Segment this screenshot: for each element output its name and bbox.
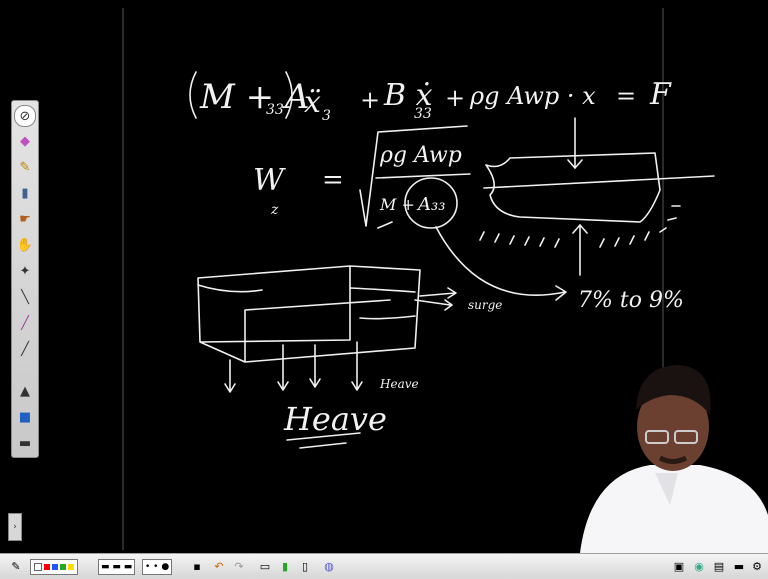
panel-collapse-handle[interactable]: › xyxy=(8,513,22,541)
marker-icon[interactable]: ╱ xyxy=(21,315,29,331)
hand-icon[interactable]: ☛ xyxy=(19,211,31,227)
equation-equals: = xyxy=(616,82,636,110)
surge-label: surge xyxy=(468,298,502,312)
equation-rho: ρg Awp · x xyxy=(469,82,596,110)
rule-icon[interactable]: ╱ xyxy=(21,341,29,357)
undo-icon[interactable]: ↶ xyxy=(214,559,224,573)
heave-underline xyxy=(286,432,361,449)
pen-tool-icon[interactable]: ✎ xyxy=(11,559,21,573)
record-icon[interactable]: ◍ xyxy=(324,559,334,573)
globe-icon[interactable]: ◉ xyxy=(694,559,704,573)
dot-size-selector[interactable]: • • ● xyxy=(142,559,173,575)
presenter-video xyxy=(580,365,768,553)
eraser-icon[interactable]: ◆ xyxy=(20,133,30,149)
grab-icon[interactable]: ✋ xyxy=(16,237,34,253)
surge-arrows xyxy=(414,287,457,311)
display-icon[interactable]: ▬ xyxy=(733,559,745,573)
margin-line-right xyxy=(662,8,664,550)
seabed-hatching xyxy=(479,205,681,248)
pages-icon[interactable]: ▯ xyxy=(301,559,309,573)
fraction-denominator-m: M + xyxy=(379,195,415,214)
redo-icon[interactable]: ↷ xyxy=(234,559,244,573)
plus-2: + xyxy=(445,84,465,112)
sqrt-sign xyxy=(359,125,468,227)
left-paren xyxy=(189,71,197,119)
keyboard-icon[interactable]: ▬ xyxy=(18,435,32,451)
screen-icon[interactable]: ■ xyxy=(18,409,32,425)
waterline xyxy=(483,175,715,189)
margin-line-left xyxy=(122,8,124,550)
settings-icon[interactable]: ⚙ xyxy=(752,559,762,573)
fraction-numerator: ρg Awp xyxy=(379,143,462,168)
floating-body xyxy=(485,152,661,223)
fraction-denominator-a: A₃₃ xyxy=(416,194,445,215)
omega-subscript: z xyxy=(270,202,279,218)
heave-small-label: Heave xyxy=(379,377,419,391)
omega-equals: = xyxy=(322,165,344,195)
laser-icon[interactable]: ✦ xyxy=(19,263,31,279)
omega-symbol: W xyxy=(253,163,286,198)
arrow-to-percent xyxy=(435,226,566,296)
handwritten-ink-layer: M + A 33 ẍ 3 + B ẋ 33 + ρg Awp · x = F W… xyxy=(189,71,715,449)
shape-icon[interactable]: ▲ xyxy=(20,383,30,399)
equation-force: F xyxy=(649,77,672,112)
plus-1: + xyxy=(360,86,380,114)
equation-x3-sub: 3 xyxy=(322,108,331,124)
pen-icon[interactable]: ✎ xyxy=(19,159,31,175)
line-icon[interactable]: ╲ xyxy=(21,289,29,305)
color-palette[interactable] xyxy=(30,559,78,575)
equation-x3: ẍ xyxy=(304,85,321,120)
circle-a33 xyxy=(404,177,458,229)
pen-tool-panel: ⊘ ◆ ✎ ▮ ☛ ✋ ✦ ╲ ╱ ╱ ▲ ■ ▬ xyxy=(11,100,39,458)
board-icon[interactable]: ▣ xyxy=(673,559,685,573)
folder-icon[interactable]: ▤ xyxy=(713,559,725,573)
equation-a-sub: 33 xyxy=(266,102,284,118)
page-icon[interactable]: ▭ xyxy=(259,559,271,573)
line-width-selector[interactable]: ▬ ▬ ▬ xyxy=(98,559,136,575)
box-sketch xyxy=(197,265,421,363)
equation-b: B ẋ xyxy=(383,78,433,113)
fraction-bar xyxy=(375,173,471,179)
highlighter-icon[interactable]: ▮ xyxy=(21,185,29,201)
pointer-icon[interactable]: ⊘ xyxy=(14,105,36,127)
right-paren xyxy=(285,71,293,119)
bottom-taskbar: ✎ ▬ ▬ ▬ • • ● ▪ ↶ ↷ ▭ ▮ ▯ ◍ ▣ ◉ ▤ ▬ ⚙ xyxy=(0,553,768,579)
heave-title: Heave xyxy=(283,400,387,438)
whiteboard-canvas[interactable]: M + A 33 ẍ 3 + B ẋ 33 + ρg Awp · x = F W… xyxy=(0,0,768,553)
new-page-icon[interactable]: ▮ xyxy=(281,559,289,573)
equation-b-sub: 33 xyxy=(414,106,432,122)
box-curves xyxy=(197,284,416,320)
equation-mass: M + A xyxy=(199,77,309,117)
percent-note: 7% to 9% xyxy=(578,288,684,313)
camera-icon[interactable]: ▪ xyxy=(193,559,201,573)
